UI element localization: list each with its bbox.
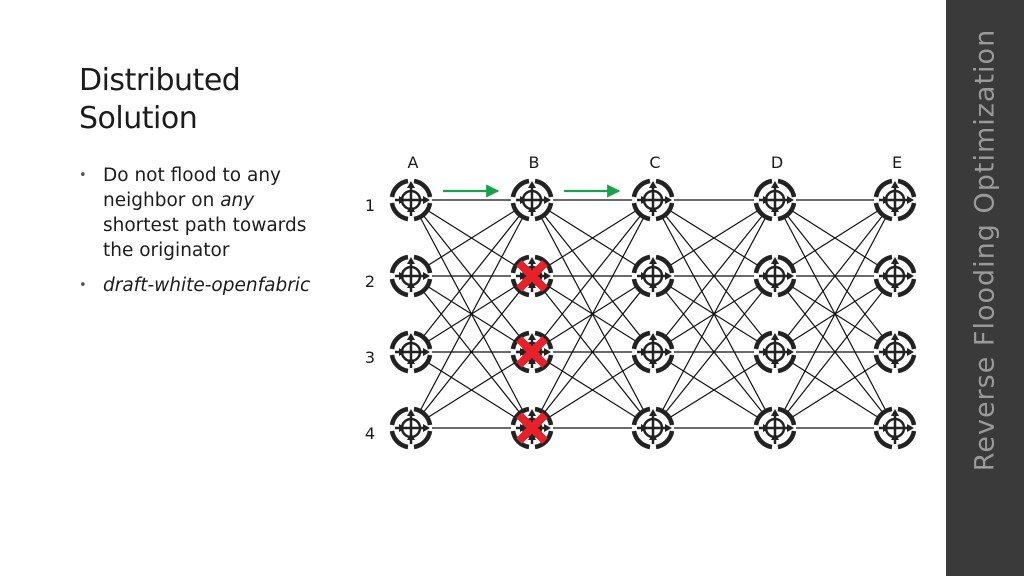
- router-icon: [390, 179, 432, 221]
- router-C2: [632, 255, 674, 297]
- link-A4-B2: [410, 275, 533, 429]
- link-C3-D1: [652, 199, 776, 353]
- router-C4: [632, 407, 674, 449]
- column-label-B: B: [529, 153, 540, 172]
- link-D4-E1: [774, 199, 896, 429]
- link-D4-E3: [774, 351, 896, 429]
- router-D2: [754, 255, 796, 297]
- router-icon: [390, 255, 432, 297]
- router-icon: [632, 407, 674, 449]
- router-D4: [754, 407, 796, 449]
- link-D2-E1: [774, 199, 896, 277]
- link-B2-C1: [531, 199, 654, 277]
- column-label-A: A: [408, 153, 419, 172]
- router-E1: [874, 179, 916, 221]
- column-label-D: D: [771, 153, 783, 172]
- link-A3-B1: [410, 199, 533, 353]
- router-D1: [754, 179, 796, 221]
- link-C4-D2: [652, 275, 776, 429]
- router-icon: [754, 255, 796, 297]
- bullet-item-1: Do not flood to any neighbor on any shor…: [79, 163, 334, 263]
- router-C1: [632, 179, 674, 221]
- router-B3: [511, 331, 553, 373]
- node-layer: [390, 179, 916, 449]
- link-C4-D3: [652, 351, 776, 429]
- link-C2-D1: [652, 199, 776, 277]
- router-icon: [874, 331, 916, 373]
- bullet-1-text-b: shortest path towards the originator: [103, 215, 307, 261]
- link-A4-B1: [410, 199, 533, 429]
- router-E4: [874, 407, 916, 449]
- bullet-1-text-a: Do not flood to any neighbor on: [103, 165, 281, 211]
- router-A1: [390, 179, 432, 221]
- router-icon: [390, 407, 432, 449]
- column-label-C: C: [649, 153, 660, 172]
- router-A2: [390, 255, 432, 297]
- sidebar-title: Reverse Flooding Optimization: [969, 28, 1001, 472]
- router-B2: [511, 255, 553, 297]
- bullet-list: Do not flood to any neighbor on any shor…: [79, 163, 334, 308]
- link-C4-D1: [652, 199, 776, 429]
- router-E3: [874, 331, 916, 373]
- title-line-2: Solution: [79, 101, 198, 136]
- router-icon: [632, 255, 674, 297]
- network-diagram: A B C D E 1 2 3 4: [365, 153, 946, 576]
- link-B4-C2: [531, 275, 654, 429]
- row-label-1: 1: [365, 196, 375, 215]
- router-icon: [754, 331, 796, 373]
- label-layer: A B C D E 1 2 3 4: [365, 153, 902, 443]
- router-icon: [754, 179, 796, 221]
- link-B4-C3: [531, 351, 654, 429]
- row-label-4: 4: [365, 424, 375, 443]
- bullet-2-text: draft-white-openfabric: [103, 275, 311, 296]
- column-label-E: E: [892, 153, 902, 172]
- failed-node-x-icon: [516, 260, 548, 292]
- router-E2: [874, 255, 916, 297]
- router-A4: [390, 407, 432, 449]
- router-icon: [874, 179, 916, 221]
- router-icon: [874, 255, 916, 297]
- router-C3: [632, 331, 674, 373]
- slide-title: Distributed Solution: [79, 62, 339, 138]
- sidebar: Reverse Flooding Optimization: [946, 0, 1024, 576]
- title-line-1: Distributed: [79, 63, 241, 98]
- router-icon: [632, 331, 674, 373]
- link-A4-B3: [410, 351, 533, 429]
- link-D3-E1: [774, 199, 896, 353]
- bullet-item-2: draft-white-openfabric: [79, 273, 334, 298]
- failed-node-x-icon: [516, 412, 548, 444]
- link-A2-B1: [410, 199, 533, 277]
- failed-node-x-icon: [516, 336, 548, 368]
- link-B4-C1: [531, 199, 654, 429]
- row-label-2: 2: [365, 272, 375, 291]
- row-label-3: 3: [365, 348, 375, 367]
- router-D3: [754, 331, 796, 373]
- router-icon: [874, 407, 916, 449]
- router-icon: [754, 407, 796, 449]
- bullet-1-emphasis: any: [220, 190, 255, 211]
- router-icon: [390, 331, 432, 373]
- router-B1: [511, 179, 553, 221]
- router-icon: [511, 179, 553, 221]
- link-D4-E2: [774, 275, 896, 429]
- router-B4: [511, 407, 553, 449]
- link-B3-C1: [531, 199, 654, 353]
- router-icon: [632, 179, 674, 221]
- router-A3: [390, 331, 432, 373]
- link-layer: [410, 199, 896, 429]
